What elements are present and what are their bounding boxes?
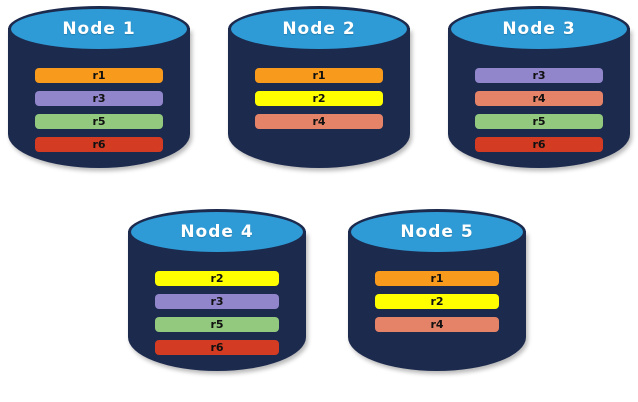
- record-bar[interactable]: r4: [255, 114, 383, 129]
- cylinder-top-ellipse: [348, 209, 526, 255]
- node-4[interactable]: Node 4 r2 r3 r5 r6: [128, 209, 306, 382]
- record-bar[interactable]: r3: [154, 294, 280, 309]
- record-list: r2 r3 r5 r6: [128, 271, 306, 355]
- record-bar[interactable]: r5: [475, 114, 603, 129]
- record-bar[interactable]: r5: [35, 114, 163, 129]
- cylinder-top-ellipse: [128, 209, 306, 255]
- record-bar[interactable]: r3: [35, 91, 163, 106]
- record-bar[interactable]: r1: [255, 68, 383, 83]
- record-bar[interactable]: r5: [154, 317, 280, 332]
- record-bar[interactable]: r1: [374, 271, 500, 286]
- record-bar[interactable]: r2: [154, 271, 280, 286]
- record-bar[interactable]: r6: [154, 340, 280, 355]
- record-list: r1 r2 r4: [348, 271, 526, 332]
- node-title: Node 4: [180, 222, 254, 242]
- record-bar[interactable]: r2: [255, 91, 383, 106]
- node-2[interactable]: Node 2 r1 r2 r4: [228, 6, 410, 181]
- record-bar[interactable]: r1: [35, 68, 163, 83]
- node-5[interactable]: Node 5 r1 r2 r4: [348, 209, 526, 382]
- cylinder-top-ellipse: [228, 6, 410, 52]
- node-title: Node 3: [502, 19, 576, 39]
- record-list: r1 r3 r5 r6: [8, 68, 190, 152]
- record-list: r1 r2 r4: [228, 68, 410, 129]
- node-3[interactable]: Node 3 r3 r4 r5 r6: [448, 6, 630, 181]
- record-bar[interactable]: r2: [374, 294, 500, 309]
- record-bar[interactable]: r4: [475, 91, 603, 106]
- cylinder-top-ellipse: [448, 6, 630, 52]
- node-title: Node 1: [62, 19, 136, 39]
- record-list: r3 r4 r5 r6: [448, 68, 630, 152]
- node-title: Node 5: [400, 222, 474, 242]
- node-title: Node 2: [282, 19, 356, 39]
- cylinder-top-ellipse: [8, 6, 190, 52]
- record-bar[interactable]: r6: [35, 137, 163, 152]
- record-bar[interactable]: r6: [475, 137, 603, 152]
- record-bar[interactable]: r4: [374, 317, 500, 332]
- node-1[interactable]: Node 1 r1 r3 r5 r6: [8, 6, 190, 181]
- record-bar[interactable]: r3: [475, 68, 603, 83]
